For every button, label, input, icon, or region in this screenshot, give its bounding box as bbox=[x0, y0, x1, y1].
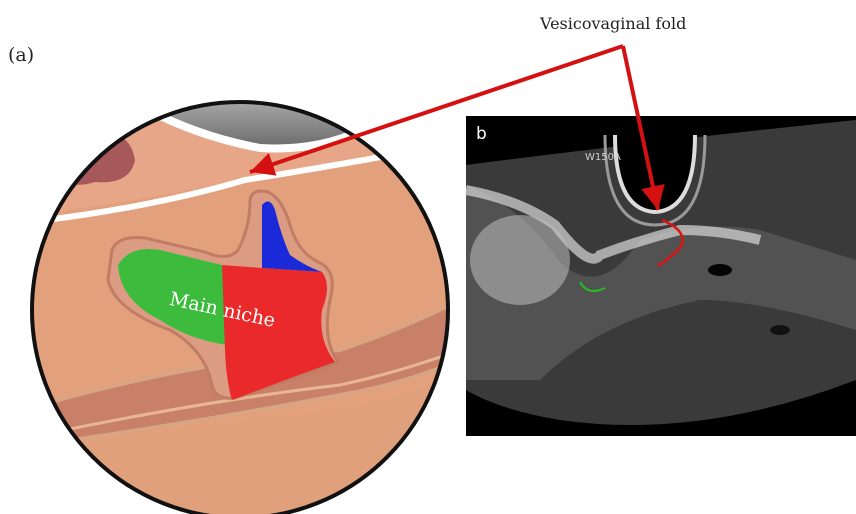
probe-label: W150A bbox=[585, 152, 621, 163]
vesicovaginal-fold-callout: Vesicovaginal fold bbox=[540, 14, 686, 33]
panel-a-label: (a) bbox=[8, 44, 34, 66]
panel-b-label: b bbox=[476, 124, 487, 144]
panel-b-ultrasound bbox=[466, 116, 856, 436]
